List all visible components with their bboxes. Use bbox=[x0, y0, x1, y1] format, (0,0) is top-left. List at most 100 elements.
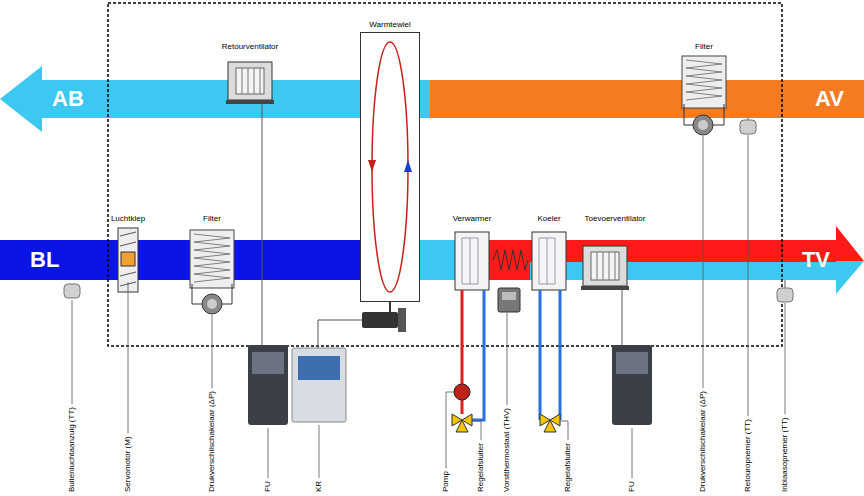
control-wires bbox=[262, 104, 622, 348]
heat-wheel bbox=[360, 32, 420, 332]
frost-thermostat-part bbox=[498, 288, 520, 312]
frequency-converter-part bbox=[612, 345, 652, 425]
leader-line bbox=[72, 300, 73, 404]
exhaust-duct-part bbox=[430, 80, 864, 118]
heater-pipes bbox=[452, 290, 484, 432]
supply-fan-part bbox=[597, 252, 598, 280]
leader-line bbox=[212, 315, 213, 388]
filter-part bbox=[207, 299, 217, 309]
temperature-sensor-part bbox=[777, 288, 793, 302]
device-label: Drukverschilschakelaar (ΔP) bbox=[698, 391, 708, 492]
supply-duct-part bbox=[530, 262, 838, 280]
damper-part bbox=[120, 232, 136, 236]
filter-part bbox=[202, 294, 222, 314]
leader-line bbox=[319, 425, 320, 478]
return-fan-part bbox=[236, 68, 264, 94]
filter bbox=[190, 230, 234, 314]
supply-duct-part bbox=[418, 240, 458, 280]
cooler-pipes-part bbox=[544, 420, 556, 432]
leader-line bbox=[446, 392, 454, 468]
leader-line bbox=[560, 421, 568, 440]
leader-line bbox=[632, 428, 633, 478]
return-fan bbox=[226, 62, 274, 104]
leader-line bbox=[472, 421, 481, 440]
temperature-sensor-part bbox=[740, 120, 756, 134]
return-fan-part bbox=[226, 100, 274, 104]
supply-fan-part bbox=[591, 252, 619, 280]
heat-wheel-part bbox=[389, 302, 391, 312]
device-label: Buitenluchtaanzuig (TT) bbox=[67, 407, 77, 492]
heater-coil bbox=[455, 232, 489, 290]
wheel-controller-part bbox=[298, 356, 340, 380]
supply-fan-part bbox=[603, 252, 604, 280]
device-label: FU bbox=[627, 481, 637, 492]
filter bbox=[682, 56, 726, 135]
cooler-pipes-part bbox=[540, 290, 560, 420]
component-label: Toevoerventilator bbox=[585, 214, 646, 224]
supply-fan bbox=[581, 246, 629, 290]
component-label: Koeler bbox=[537, 214, 560, 224]
return-fan-part bbox=[248, 68, 249, 94]
device-label: Pomp bbox=[441, 471, 451, 492]
return-fan-part bbox=[242, 68, 243, 94]
heater-coil-part bbox=[462, 238, 478, 284]
component-label: Verwarmer bbox=[453, 214, 492, 224]
temperature-sensor bbox=[64, 118, 793, 302]
air-stream-code: BL bbox=[30, 248, 59, 272]
heat-wheel-part bbox=[360, 32, 420, 302]
control-wires-part bbox=[262, 104, 622, 348]
heater-pipes-part bbox=[454, 384, 470, 400]
air-stream-code: AV bbox=[815, 87, 844, 111]
component-label: Luchtklep bbox=[111, 214, 145, 224]
supply-duct-part bbox=[530, 240, 838, 262]
supply-duct-part bbox=[836, 261, 864, 294]
device-label: FU bbox=[263, 481, 273, 492]
damper-part bbox=[120, 272, 136, 276]
supply-duct-part bbox=[836, 226, 864, 261]
return-fan-part bbox=[228, 62, 272, 100]
supply-duct bbox=[0, 226, 864, 294]
component-label: Filter bbox=[203, 214, 221, 224]
return-fan-part bbox=[254, 68, 255, 94]
heat-wheel-part bbox=[398, 308, 406, 332]
frost-thermostat-part bbox=[502, 292, 516, 300]
supply-air-duct: BLTV bbox=[0, 240, 864, 280]
exhaust-duct bbox=[0, 66, 864, 132]
frequency-converter-part bbox=[248, 345, 288, 425]
supply-fan-part bbox=[615, 252, 616, 280]
filter-part bbox=[194, 234, 230, 282]
device-label: Inblaasopnemer (TT) bbox=[780, 417, 790, 492]
heat-wheel-part bbox=[362, 312, 398, 328]
heat-wheel-box: Warmtewiel bbox=[360, 32, 420, 302]
temperature-sensor-part bbox=[785, 280, 786, 288]
return-fan-part bbox=[260, 68, 261, 94]
filter-part bbox=[686, 60, 722, 100]
heat-wheel-part bbox=[372, 42, 408, 292]
cooler-coil-part bbox=[539, 238, 555, 284]
device-label: Vorstthermostaat (THV) bbox=[502, 408, 512, 492]
device-label: Drukverschilschakelaar (ΔP) bbox=[207, 391, 217, 492]
frequency-converter-part bbox=[616, 352, 648, 374]
device-label: Servomotor (M) bbox=[123, 436, 133, 492]
device-label: Retouropnemer (TT) bbox=[743, 419, 753, 492]
component-label: Retourventilator bbox=[222, 42, 278, 52]
cooler-pipes bbox=[540, 290, 560, 432]
exhaust-duct-part bbox=[0, 66, 42, 132]
device-label: KR bbox=[314, 481, 324, 492]
heater-pipes-part bbox=[472, 290, 484, 420]
frequency-converter-part bbox=[252, 352, 284, 374]
heater-pipes-part bbox=[456, 420, 468, 432]
device-label: Regelafsluiter bbox=[563, 443, 573, 492]
damper-part bbox=[120, 242, 136, 246]
temperature-sensor-part bbox=[64, 284, 80, 298]
heat-wheel-part bbox=[404, 160, 412, 172]
wheel-controller bbox=[292, 348, 346, 422]
leader-line bbox=[507, 313, 508, 405]
supply-duct-part bbox=[0, 240, 362, 280]
exhaust-air-duct: ABAV bbox=[40, 80, 864, 118]
filter-part bbox=[698, 120, 708, 130]
heating-element bbox=[493, 250, 528, 270]
